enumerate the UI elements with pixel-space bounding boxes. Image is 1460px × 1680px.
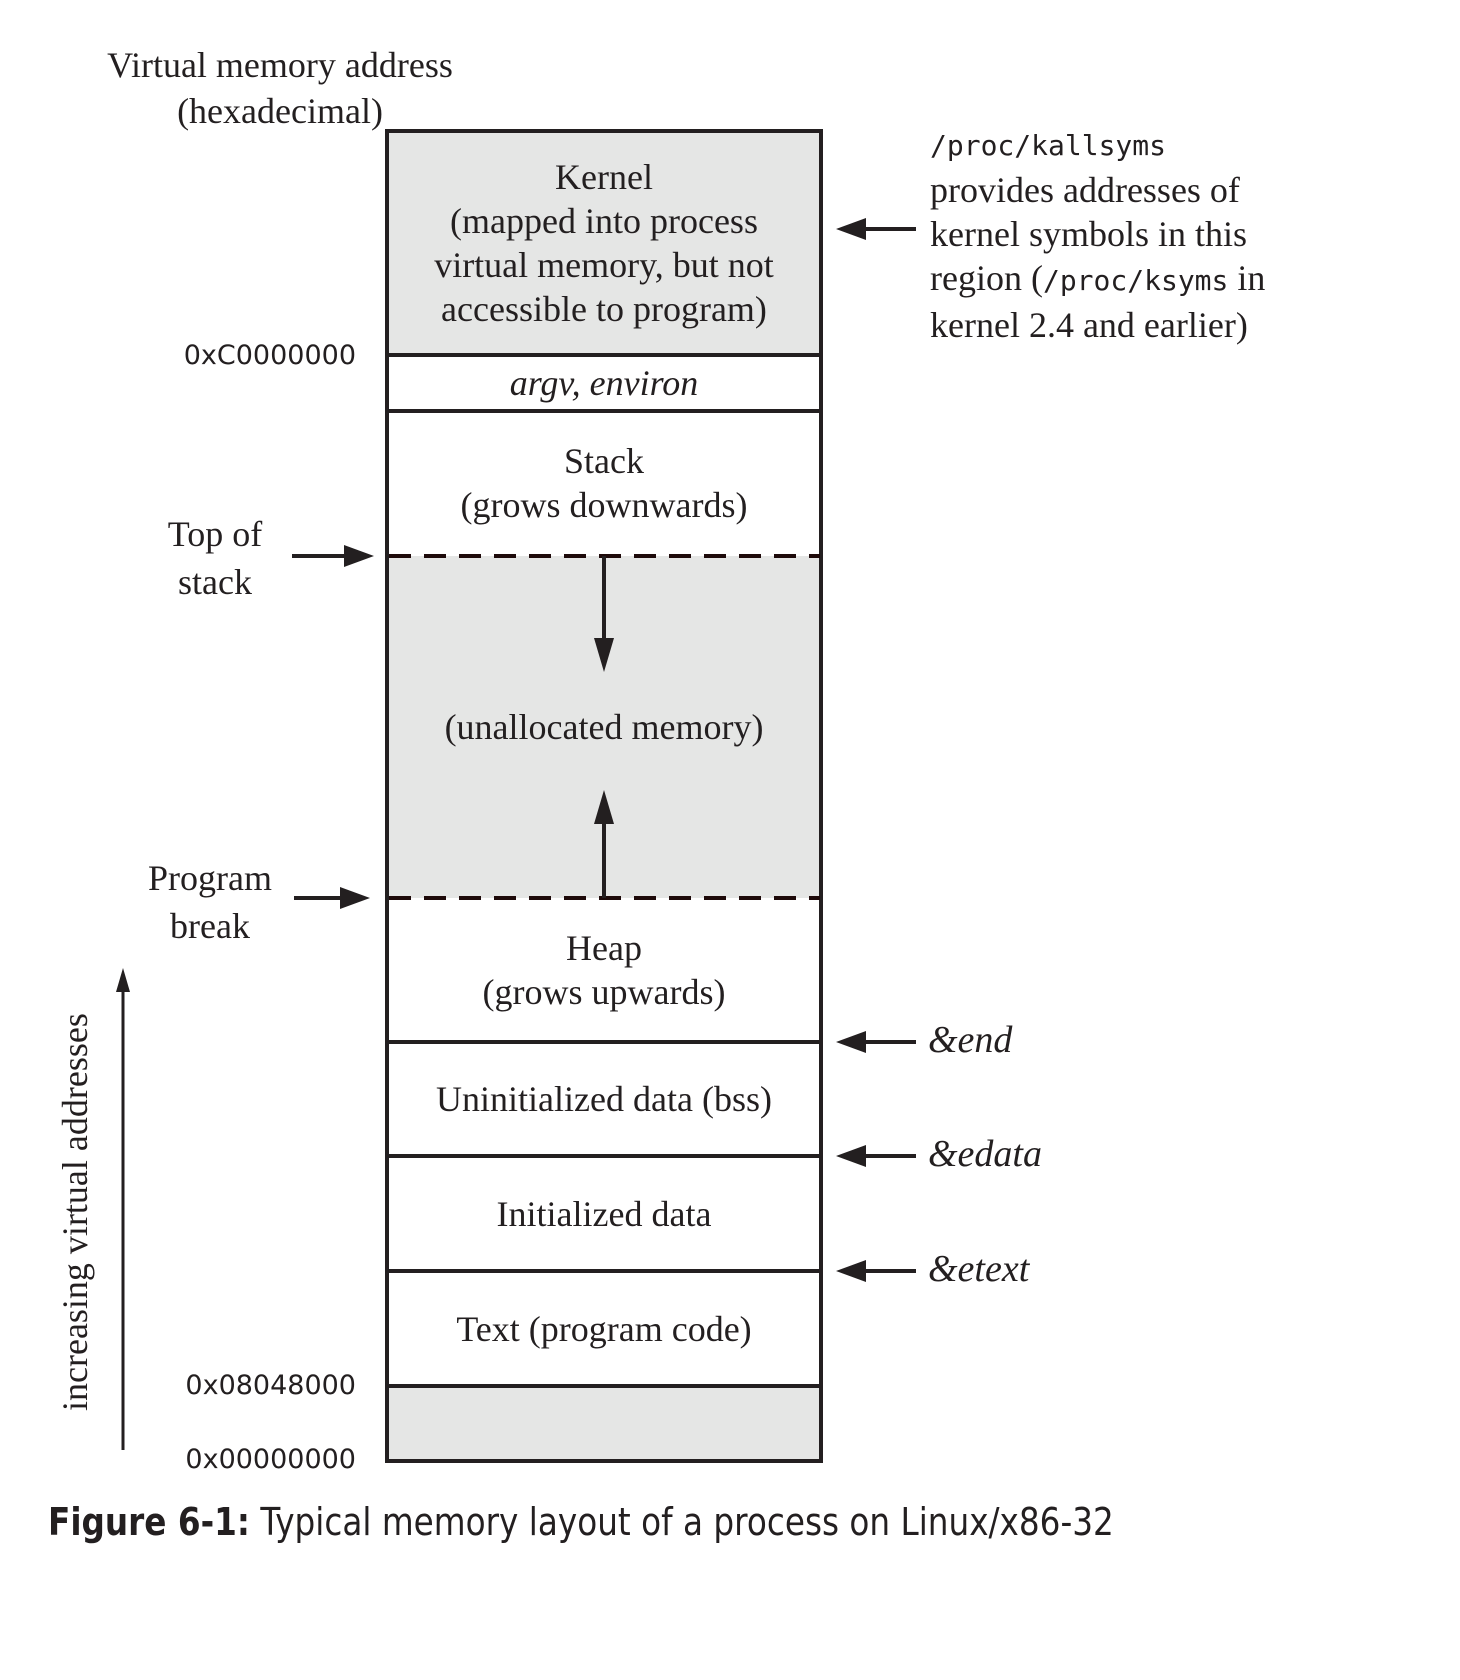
heap-label: Heap xyxy=(566,928,642,968)
kallsyms-note-line-2: kernel symbols in this xyxy=(930,214,1247,254)
address-zero: 0x00000000 xyxy=(185,1444,356,1475)
figure-caption-text: Typical memory layout of a process on Li… xyxy=(249,1500,1114,1544)
ksyms-path: /proc/ksyms xyxy=(1042,264,1229,297)
stack-desc: (grows downwards) xyxy=(460,485,748,525)
kernel-desc-3: accessible to program) xyxy=(441,289,767,329)
heap-desc: (grows upwards) xyxy=(482,972,726,1012)
figure-caption: Figure 6-1: Typical memory layout of a p… xyxy=(48,1500,1114,1544)
segment-argv-environ: argv, environ xyxy=(386,355,822,411)
address-text-start: 0x08048000 xyxy=(185,1370,356,1401)
top-of-stack-arrow-head xyxy=(344,545,374,567)
segment-initialized-data: Initialized data xyxy=(386,1156,822,1271)
segment-reserved-low xyxy=(386,1386,822,1461)
kallsyms-note-line-3-post: in xyxy=(1228,258,1266,298)
stack-growth-arrow-head xyxy=(594,638,614,672)
kallsyms-path: /proc/kallsyms xyxy=(930,129,1167,162)
top-of-stack-line-2: stack xyxy=(178,562,252,602)
unallocated-label: (unallocated memory) xyxy=(444,707,764,747)
segment-stack: Stack (grows downwards) xyxy=(386,411,822,556)
segment-bss: Uninitialized data (bss) xyxy=(386,1042,822,1156)
kallsyms-note-line-1: provides addresses of xyxy=(930,170,1240,210)
address-kernel-start: 0xC0000000 xyxy=(183,340,356,371)
top-of-stack-line-1: Top of xyxy=(167,514,263,554)
address-column-title: Virtual memory address (hexadecimal) xyxy=(50,42,510,134)
heap-growth-arrow-head xyxy=(594,790,614,824)
kallsyms-note: /proc/kallsyms provides addresses of ker… xyxy=(930,124,1265,347)
segment-kernel: Kernel (mapped into process virtual memo… xyxy=(386,131,822,355)
text-label: Text (program code) xyxy=(456,1308,752,1349)
top-of-stack-label: Top of stack xyxy=(140,510,290,606)
segment-text: Text (program code) xyxy=(386,1271,822,1386)
kernel-desc-2: virtual memory, but not xyxy=(434,245,774,285)
increasing-addresses-label: increasing virtual addresses xyxy=(55,1013,95,1411)
segment-heap: Heap (grows upwards) xyxy=(386,898,822,1042)
kernel-desc-1: (mapped into process xyxy=(450,201,758,241)
kallsyms-note-line-4: kernel 2.4 and earlier) xyxy=(930,305,1248,345)
kallsyms-arrow-head xyxy=(836,218,866,240)
program-break-line-2: break xyxy=(170,906,250,946)
figure-number: Figure 6-1: xyxy=(48,1500,250,1544)
initialized-data-label: Initialized data xyxy=(496,1193,712,1234)
argv-environ-label: argv, environ xyxy=(509,363,699,403)
end-symbol-label: &end xyxy=(928,1019,1013,1061)
end-arrow-head xyxy=(836,1031,866,1053)
edata-arrow-head xyxy=(836,1145,866,1167)
title-line-2: (hexadecimal) xyxy=(177,91,383,131)
program-break-line-1: Program xyxy=(148,858,272,898)
title-line-1: Virtual memory address xyxy=(107,45,453,85)
program-break-label: Program break xyxy=(130,854,290,950)
memory-box-outline xyxy=(385,129,823,1463)
kallsyms-note-line-3-pre: region ( xyxy=(930,258,1043,298)
program-break-arrow-head xyxy=(340,887,370,909)
increasing-addresses-arrow-head xyxy=(116,968,130,992)
etext-symbol-label: &etext xyxy=(928,1248,1030,1290)
edata-symbol-label: &edata xyxy=(928,1133,1042,1175)
kernel-label: Kernel xyxy=(555,157,653,197)
kallsyms-note-line-3: region (/proc/ksyms in xyxy=(930,256,1265,303)
bss-label: Uninitialized data (bss) xyxy=(436,1079,772,1119)
etext-arrow-head xyxy=(836,1260,866,1282)
stack-label: Stack xyxy=(564,441,644,481)
